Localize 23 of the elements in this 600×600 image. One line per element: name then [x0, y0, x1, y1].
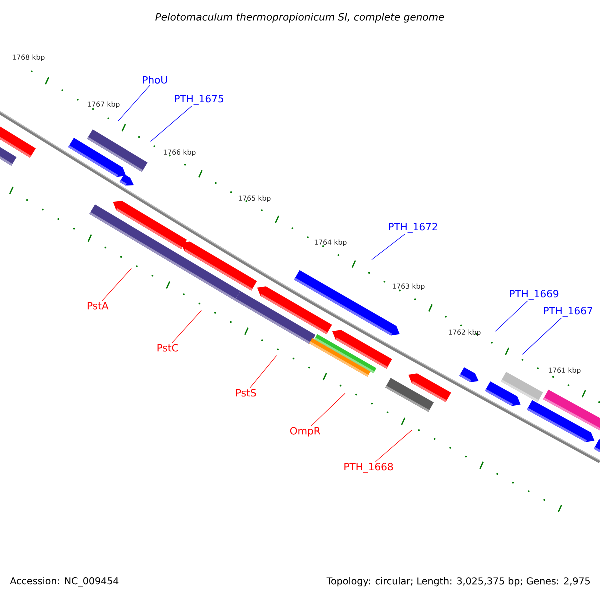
gene-label: PTH_1672	[389, 223, 438, 233]
leader-line	[372, 234, 406, 260]
gene-label: PTH_1675	[175, 95, 224, 105]
leader-line	[118, 84, 151, 122]
gene-label: PTH_1667	[544, 307, 592, 317]
leader-line	[311, 393, 346, 426]
gene-label: PhoU	[143, 76, 168, 84]
gene-label: PstA	[88, 302, 109, 310]
leader-line	[522, 318, 562, 355]
gene-label: PTH_1669	[510, 290, 559, 300]
leader-line	[150, 106, 192, 142]
leader-line	[375, 430, 413, 462]
leader-line	[495, 300, 528, 332]
leader-line	[102, 268, 132, 302]
gene-label: PstS	[236, 389, 256, 397]
gene-label: PTH_1668	[344, 463, 394, 473]
gene-label: PstC	[158, 344, 178, 352]
accession-text: Accession: NC_009454	[10, 577, 119, 587]
leader-line	[250, 356, 278, 388]
gene-label: OmpR	[290, 427, 321, 437]
title: Pelotomaculum thermopropionicum SI, complete genome	[156, 13, 444, 23]
leader-line	[172, 310, 202, 344]
genome-info-text: Topology: circular; Length: 3,025,375 bp; Genes: 2,975	[326, 577, 590, 587]
